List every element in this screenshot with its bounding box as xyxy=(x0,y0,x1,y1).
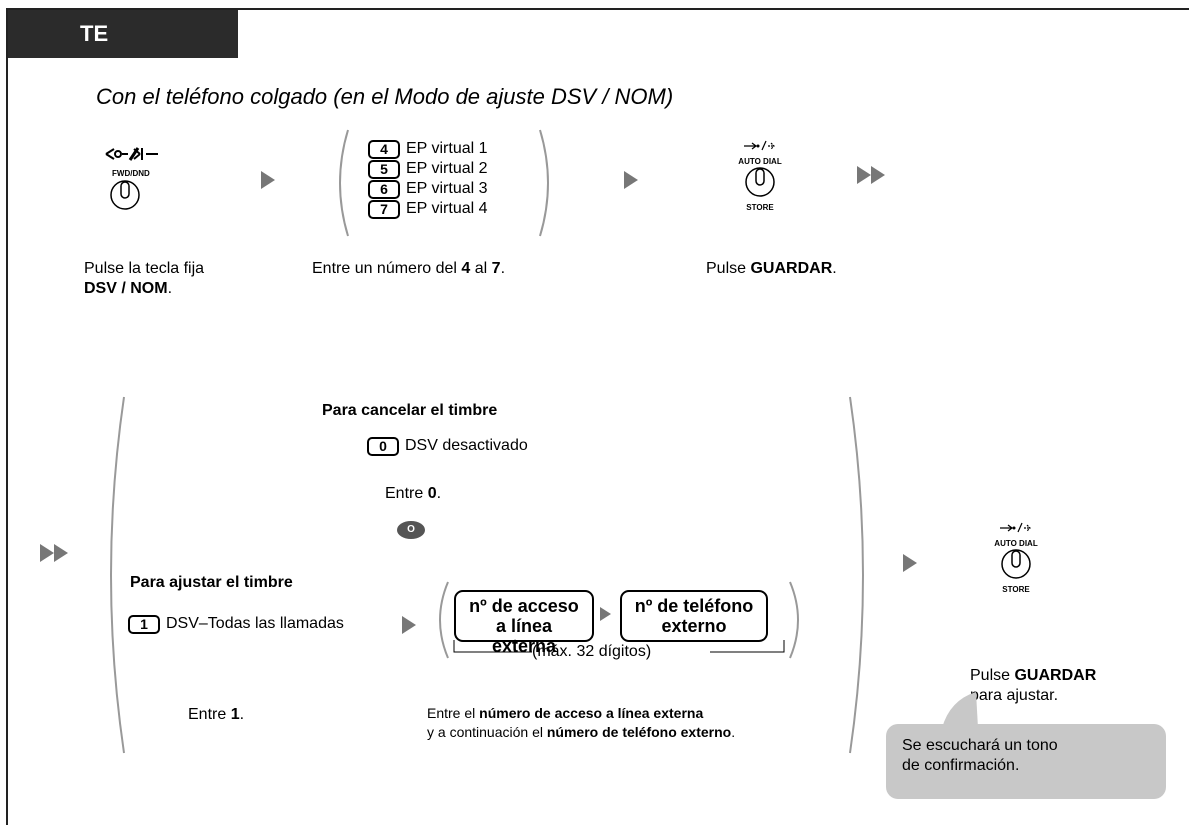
step3-caption-pre: Pulse xyxy=(706,260,751,277)
set-caption2-pre: Entre el xyxy=(427,705,480,721)
store-button[interactable]: AUTO DIAL STORE xyxy=(986,520,1046,594)
arrow xyxy=(261,171,275,189)
cancel-label: DSV desactivado xyxy=(405,437,528,454)
right-bracket xyxy=(789,581,799,659)
header-tab: TE xyxy=(8,10,238,58)
option-row: 7 EP virtual 4 xyxy=(368,199,488,219)
step1-caption: Pulse la tecla fija DSV / NOM. xyxy=(84,259,204,299)
step1-caption-line1: Pulse la tecla fija xyxy=(84,260,205,277)
cancel-caption-pre: Entre xyxy=(385,485,428,502)
bubble-line2: de confirmación. xyxy=(902,757,1020,774)
max-digits: (máx. 32 dígitos) xyxy=(532,643,652,660)
set-option: 1 DSV–Todas las llamadas xyxy=(128,614,344,634)
bubble-line1: Se escuchará un tono xyxy=(902,737,1058,754)
step2-caption-end: . xyxy=(500,260,506,277)
set-caption2-mid: y a continuación el xyxy=(427,724,547,740)
final-caption-pre: Pulse xyxy=(970,667,1015,684)
set-caption2-b1: número de acceso a línea externa xyxy=(479,705,704,721)
step3-caption-end: . xyxy=(832,260,837,277)
access-line2: a línea externa xyxy=(491,616,557,656)
digit-range-line xyxy=(453,640,785,653)
store-label: STORE xyxy=(1002,585,1030,594)
arrow xyxy=(624,171,638,189)
left-bracket xyxy=(339,129,349,237)
option-row: 5 EP virtual 2 xyxy=(368,159,488,179)
set-label: DSV–Todas las llamadas xyxy=(166,615,344,632)
right-bracket xyxy=(539,129,549,237)
arrow xyxy=(402,616,416,634)
key-4[interactable]: 4 xyxy=(368,139,400,159)
final-caption-bold: GUARDAR xyxy=(1014,667,1097,684)
subtitle: Con el teléfono colgado (en el Modo de a… xyxy=(96,84,674,109)
step1-caption-end: . xyxy=(167,280,173,297)
diagram-frame xyxy=(6,8,1189,825)
set-caption-bold: 1 xyxy=(230,706,240,723)
cancel-caption-bold: 0 xyxy=(427,485,437,502)
option-label: EP virtual 3 xyxy=(406,180,488,197)
set-caption: Entre 1. xyxy=(188,705,244,725)
key-6[interactable]: 6 xyxy=(368,179,400,199)
final-caption-line2: para ajustar. xyxy=(970,687,1059,704)
key-7[interactable]: 7 xyxy=(368,199,400,219)
option-row: 6 EP virtual 3 xyxy=(368,179,488,199)
set-caption-pre: Entre xyxy=(188,706,231,723)
step2-caption-b2: 7 xyxy=(491,260,501,277)
final-caption: Pulse GUARDAR para ajustar. xyxy=(970,666,1096,706)
auto-dial-icon xyxy=(1000,522,1031,533)
store-label: STORE xyxy=(746,203,774,212)
option-label: EP virtual 4 xyxy=(406,200,488,217)
step1-caption-bold: DSV / NOM xyxy=(84,280,168,297)
set-caption-end: . xyxy=(239,706,245,723)
option-label: EP virtual 2 xyxy=(406,160,488,177)
big-left-bracket xyxy=(110,396,125,754)
step2-caption-pre: Entre un número del xyxy=(312,260,462,277)
header-tab-label: TE xyxy=(80,21,109,46)
or-separator: O xyxy=(397,521,425,539)
set-caption2: Entre el número de acceso a línea extern… xyxy=(427,704,735,742)
step2-caption-b1: 4 xyxy=(461,260,471,277)
set-heading: Para ajustar el timbre xyxy=(130,574,293,591)
double-arrow xyxy=(40,544,68,562)
cancel-caption-end: . xyxy=(436,485,442,502)
phone-line1: nº de teléfono xyxy=(634,596,754,616)
cancel-option: 0 DSV desactivado xyxy=(367,436,528,456)
auto-dial-icon xyxy=(744,140,775,151)
confirmation-bubble: Se escuchará un tono de confirmación. xyxy=(886,724,1166,799)
bubble-tail xyxy=(942,692,978,728)
access-line1: nº de acceso xyxy=(469,596,579,616)
key-1[interactable]: 1 xyxy=(128,614,160,634)
step3-caption-bold: GUARDAR xyxy=(750,260,833,277)
store-button[interactable]: AUTO DIAL STORE xyxy=(730,138,790,212)
left-bracket xyxy=(439,581,449,659)
set-caption2-end: . xyxy=(731,724,736,740)
cancel-caption: Entre 0. xyxy=(385,484,441,504)
arrow xyxy=(600,607,611,621)
auto-dial-label: AUTO DIAL xyxy=(738,157,782,166)
option-label: EP virtual 1 xyxy=(406,140,488,157)
set-caption2-b2: número de teléfono externo xyxy=(546,724,732,740)
cancel-heading: Para cancelar el timbre xyxy=(322,402,498,419)
key-0[interactable]: 0 xyxy=(367,436,399,456)
fwd-dnd-label: FWD/DND xyxy=(112,169,150,178)
arrow xyxy=(903,554,917,572)
fwd-dnd-icon xyxy=(105,147,158,161)
double-arrow xyxy=(857,166,885,184)
step2-caption: Entre un número del 4 al 7. xyxy=(312,259,505,279)
button-icon xyxy=(745,167,775,197)
key-5[interactable]: 5 xyxy=(368,159,400,179)
fwd-dnd-button[interactable]: FWD/DND xyxy=(104,144,172,217)
button-icon xyxy=(1001,549,1031,579)
step2-caption-mid: al xyxy=(470,260,492,277)
step3-caption: Pulse GUARDAR. xyxy=(706,259,837,279)
auto-dial-label: AUTO DIAL xyxy=(994,539,1038,548)
step2-options: 4 EP virtual 1 5 EP virtual 2 6 EP virtual … xyxy=(368,139,488,219)
phone-line2: externo xyxy=(661,616,727,636)
big-right-bracket xyxy=(849,396,864,754)
button-icon xyxy=(110,180,140,210)
option-row: 4 EP virtual 1 xyxy=(368,139,488,159)
